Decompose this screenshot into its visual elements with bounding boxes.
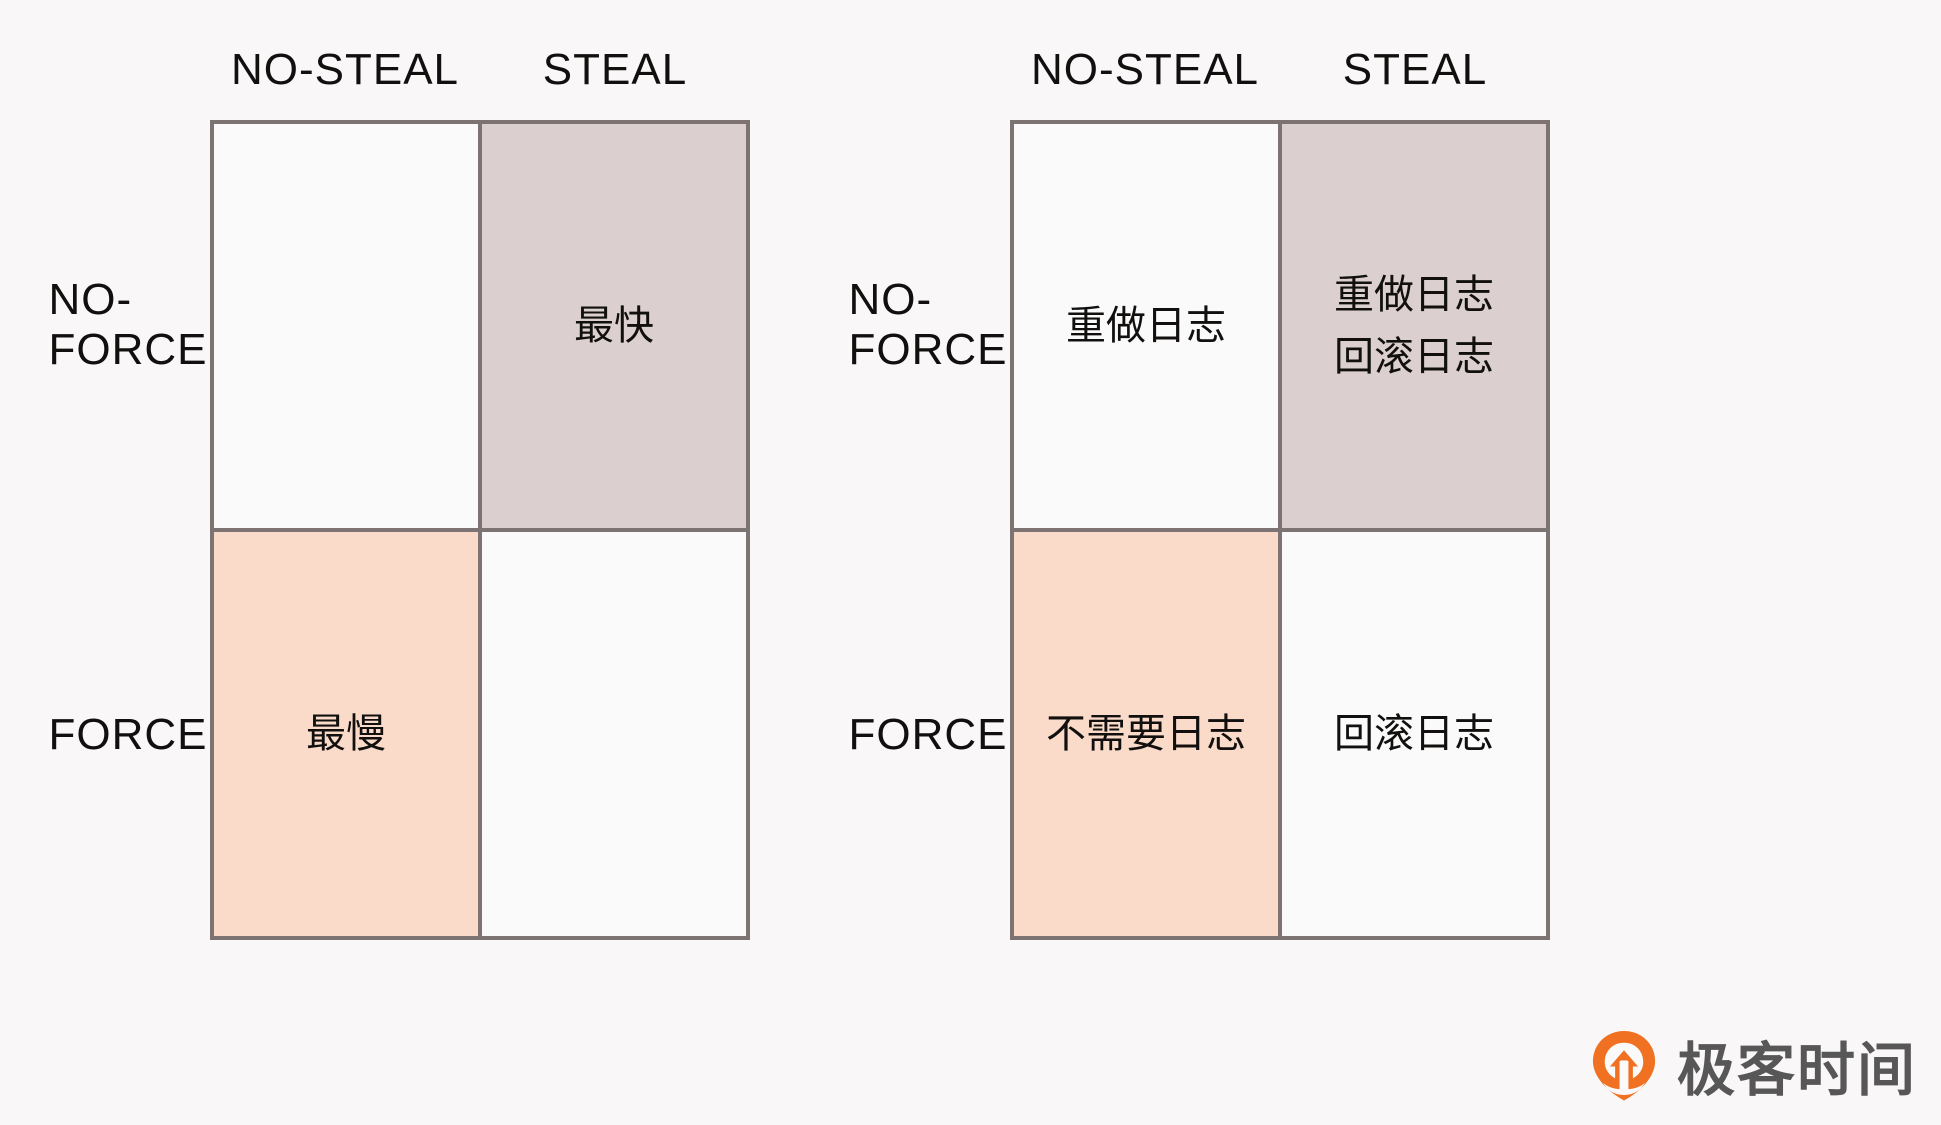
cell-no-force-no-steal [210, 120, 480, 530]
matrix-corner-spacer [60, 20, 210, 120]
geektime-logo: 极客时间 [1587, 1023, 1917, 1107]
cell-force-steal [480, 530, 750, 940]
cell-force-steal: 回滚日志 [1280, 530, 1550, 940]
cell-text-line: 重做日志 [1066, 304, 1226, 348]
row-header-no-force: NO-FORCE [48, 275, 208, 374]
cell-text-line: 最快 [574, 304, 654, 348]
row-header-force: FORCE [48, 710, 208, 759]
cell-text-line: 重做日志 [1334, 273, 1494, 317]
cell-no-force-steal: 最快 [480, 120, 750, 530]
cell-force-no-steal: 不需要日志 [1010, 530, 1280, 940]
geektime-pin-icon [1592, 1030, 1656, 1101]
cell-force-no-steal: 最慢 [210, 530, 480, 940]
column-header-no-steal: NO-STEAL [1030, 45, 1260, 94]
cell-no-force-no-steal: 重做日志 [1010, 120, 1280, 530]
cell-no-force-steal: 重做日志 回滚日志 [1280, 120, 1550, 530]
row-header-force: FORCE [848, 710, 1008, 759]
cell-text-line: 回滚日志 [1334, 712, 1494, 756]
column-header-steal: STEAL [1342, 45, 1488, 94]
column-header-steal: STEAL [542, 45, 688, 94]
column-header-no-steal: NO-STEAL [230, 45, 460, 94]
performance-matrix: NO-STEAL STEAL NO-FORCE 最快 FORCE 最慢 [48, 20, 750, 940]
matrix-corner-spacer [860, 20, 1010, 120]
cell-text-line: 回滚日志 [1334, 335, 1494, 379]
cell-text-line: 不需要日志 [1046, 712, 1246, 756]
row-header-no-force: NO-FORCE [848, 275, 1008, 374]
cell-text-line: 最慢 [306, 712, 386, 756]
geektime-logo-text: 极客时间 [1676, 1036, 1917, 1104]
logging-matrix: NO-STEAL STEAL NO-FORCE 重做日志 重做日志 回滚日志 F… [848, 20, 1550, 940]
